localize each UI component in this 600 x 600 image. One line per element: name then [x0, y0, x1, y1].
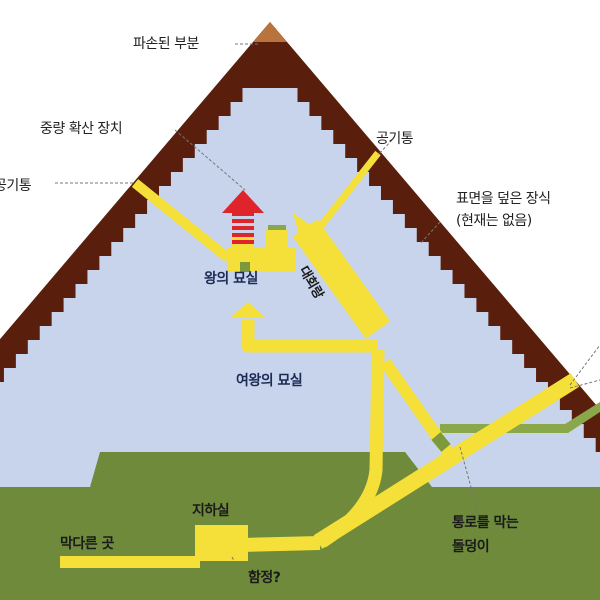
leader-lines — [55, 43, 600, 569]
label-damaged-part: 파손된 부분 — [133, 36, 199, 52]
pyramid-core — [0, 88, 600, 550]
label-plug-2: 돌덩이 — [452, 539, 490, 555]
queens-arrow — [230, 302, 266, 318]
queens-shaft — [440, 402, 600, 433]
grand-gallery — [292, 219, 391, 339]
damaged-apex — [253, 22, 287, 42]
label-plug-1: 통로를 막는 — [452, 515, 519, 531]
label-relieving-chambers: 중량 확산 장치 — [40, 121, 123, 137]
relieving-chamber-stripe — [232, 219, 254, 223]
subterranean-chamber — [195, 525, 248, 561]
relieving-chamber-stripe — [232, 212, 254, 216]
well-shaft — [318, 349, 385, 548]
label-casing-1: 표면을 덮은 장식 — [456, 191, 551, 207]
passages — [60, 150, 580, 568]
label-air-shaft-right: 공기통 — [376, 131, 414, 147]
label-queens-chamber: 여왕의 묘실 — [236, 373, 303, 389]
label-pit: 함정? — [248, 570, 281, 586]
relieving-chamber-stripe — [232, 226, 254, 230]
relieving-chamber-stripe — [232, 240, 254, 244]
label-subterranean-chamber: 지하실 — [192, 503, 230, 519]
antechamber-top — [268, 225, 286, 230]
antechamber — [266, 230, 288, 250]
air-shaft-left — [131, 179, 232, 262]
relieving-chamber-stripe — [232, 233, 254, 237]
label-dead-end: 막다른 곳 — [60, 536, 114, 552]
sarcophagus — [240, 262, 250, 272]
plug-stone — [431, 432, 451, 452]
kings-chamber — [228, 248, 296, 272]
gallery-top — [293, 213, 310, 238]
relieving-chambers — [232, 212, 254, 244]
lower-passage — [239, 536, 321, 552]
label-casing-2: (현재는 없음) — [456, 213, 532, 229]
queens-passage — [241, 320, 378, 353]
label-air-shaft-left: 공기통 — [0, 178, 32, 194]
label-kings-chamber: 왕의 묘실 — [204, 271, 258, 287]
relieving-arrow — [222, 190, 264, 213]
